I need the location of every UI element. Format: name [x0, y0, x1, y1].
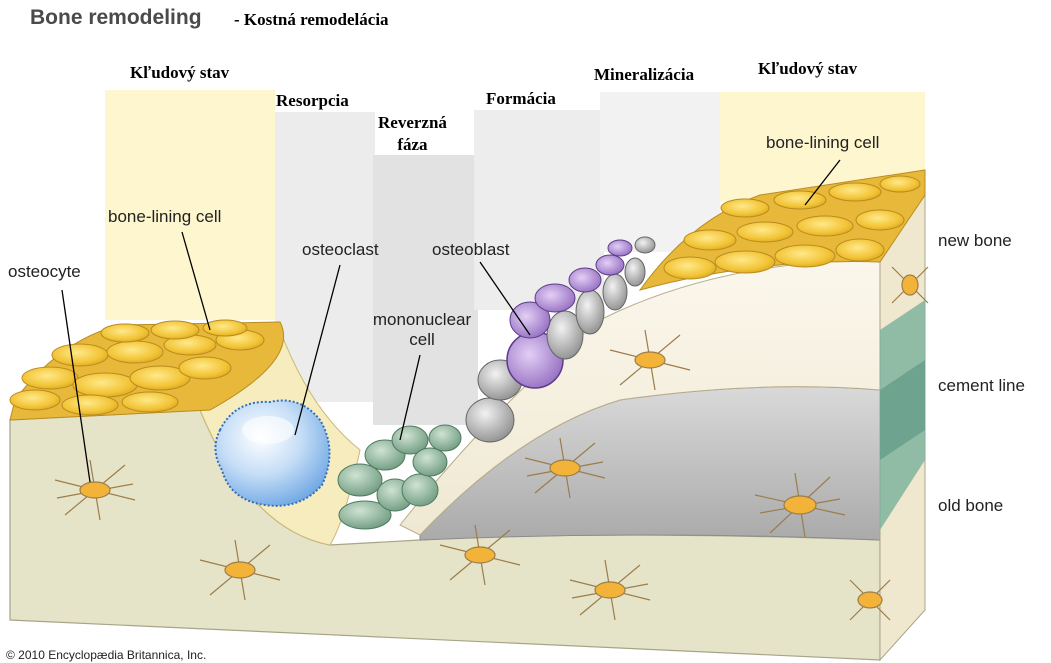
label-mononuclear-line1: mononuclear: [360, 310, 484, 330]
label-new-bone: new bone: [938, 231, 1012, 251]
label-osteoblast: osteoblast: [432, 240, 510, 260]
osteoclast-highlight: [242, 416, 294, 444]
label-mononuclear-line2: cell: [360, 330, 484, 350]
label-osteoclast: osteoclast: [302, 240, 379, 260]
label-old-bone: old bone: [938, 496, 1003, 516]
diagram-title: Bone remodeling: [30, 6, 202, 30]
phase-reversal: Reverzná fáza: [378, 112, 447, 156]
label-bone-lining-cell-right: bone-lining cell: [766, 133, 879, 153]
rest-phase-background-left: [105, 90, 275, 320]
phase-reversal-line1: Reverzná: [378, 112, 447, 134]
label-cement-line: cement line: [938, 376, 1025, 396]
phase-mineralization: Mineralizácia: [594, 64, 694, 86]
phase-rest-right: Kľudový stav: [758, 58, 857, 80]
phase-rest-left: Kľudový stav: [130, 62, 229, 84]
phase-reversal-line2: fáza: [378, 134, 447, 156]
reversal-phase-background: [373, 155, 478, 425]
diagram-subtitle: - Kostná remodelácia: [234, 10, 389, 30]
phase-formation: Formácia: [486, 88, 556, 110]
label-osteocyte: osteocyte: [8, 262, 81, 282]
label-bone-lining-cell-left: bone-lining cell: [108, 207, 221, 227]
label-mononuclear-cell: mononuclear cell: [360, 310, 484, 350]
copyright-notice: © 2010 Encyclopædia Britannica, Inc.: [6, 648, 206, 662]
phase-resorption: Resorpcia: [276, 90, 349, 112]
